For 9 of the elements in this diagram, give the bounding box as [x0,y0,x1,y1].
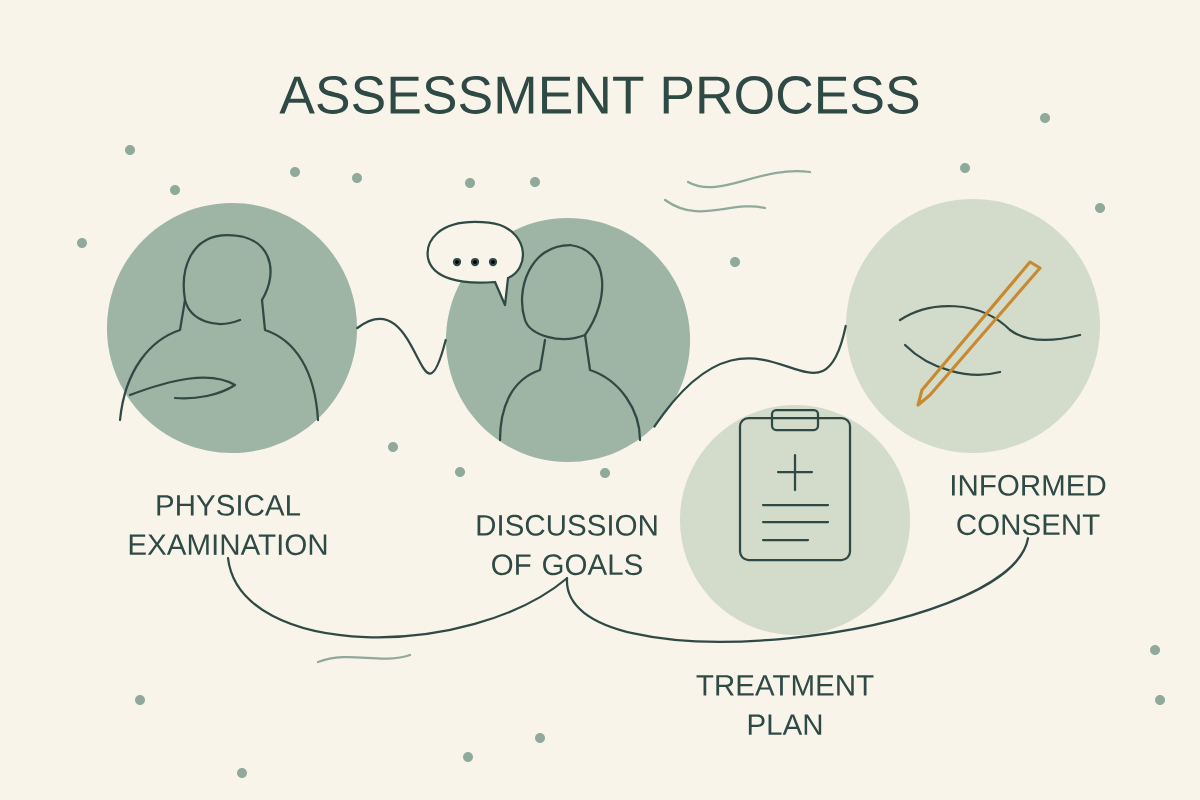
wavy-connector [565,537,1030,643]
step-label: PHYSICAL EXAMINATION [129,494,327,556]
step-label: DISCUSSION OF GOALS [477,514,657,576]
wavy-connector [356,318,447,375]
wavy-connector [653,324,847,428]
step-label: TREATMENT PLAN [696,675,874,735]
step-label: INFORMED CONSENT [952,474,1106,536]
wavy-connector [226,557,569,639]
title: ASSESSMENT PROCESS [279,76,919,114]
